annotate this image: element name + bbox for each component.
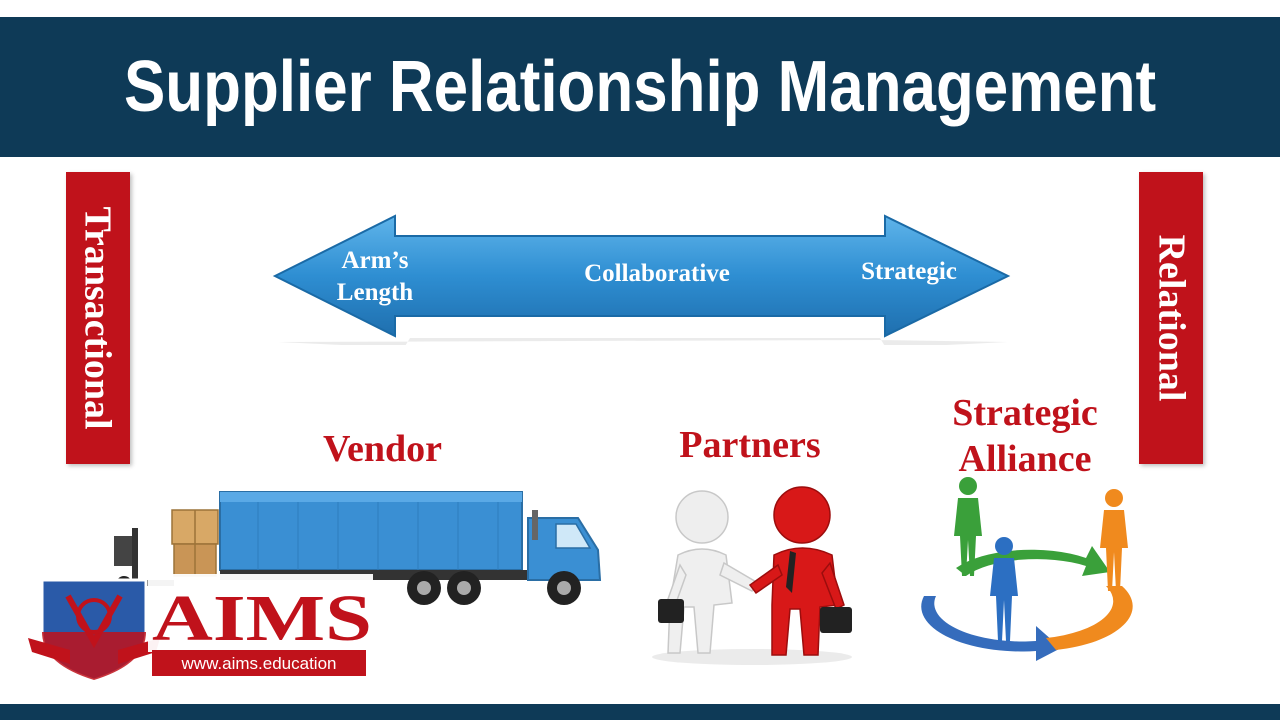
aims-logo: AIMS www.aims.education bbox=[28, 574, 373, 682]
transactional-bar: Transactional bbox=[66, 172, 130, 464]
alliance-people-icon bbox=[921, 477, 1133, 661]
green-person-icon bbox=[954, 477, 982, 576]
double-arrow-icon bbox=[272, 214, 1011, 345]
arms-length-line2: Length bbox=[336, 279, 414, 306]
strategic-alliance-line2: Alliance bbox=[958, 438, 1092, 480]
relational-bar: Relational bbox=[1139, 172, 1203, 464]
aims-url-text: www.aims.education bbox=[181, 654, 337, 673]
cardboard-box-icon bbox=[171, 509, 219, 577]
strategic-alliance-line1: Strategic bbox=[952, 392, 1098, 434]
vendor-label: Vendor bbox=[323, 428, 442, 470]
delivery-truck-icon bbox=[114, 491, 602, 605]
strategic-label: Strategic bbox=[861, 258, 957, 285]
aims-brand-text: AIMS bbox=[152, 582, 372, 655]
partners-label: Partners bbox=[679, 424, 821, 466]
transactional-label: Transactional bbox=[77, 206, 119, 430]
arms-length-line1: Arm’s bbox=[341, 247, 409, 274]
aims-shield-icon bbox=[28, 578, 160, 682]
bottom-bar bbox=[0, 704, 1280, 720]
top-rule bbox=[0, 0, 1280, 6]
collaborative-label: Collaborative bbox=[584, 260, 730, 287]
orange-person-icon bbox=[1100, 489, 1128, 591]
arms-length-label: Arm’s Length bbox=[320, 245, 430, 309]
blue-person-icon bbox=[990, 537, 1018, 641]
strategic-alliance-label: Strategic Alliance bbox=[920, 390, 1130, 482]
page-title: Supplier Relationship Management bbox=[123, 47, 1157, 127]
red-person-icon bbox=[748, 486, 852, 656]
handshake-icon bbox=[652, 486, 852, 665]
white-person-icon bbox=[658, 490, 760, 654]
relational-label: Relational bbox=[1150, 234, 1192, 402]
title-bar: Supplier Relationship Management bbox=[0, 17, 1280, 157]
